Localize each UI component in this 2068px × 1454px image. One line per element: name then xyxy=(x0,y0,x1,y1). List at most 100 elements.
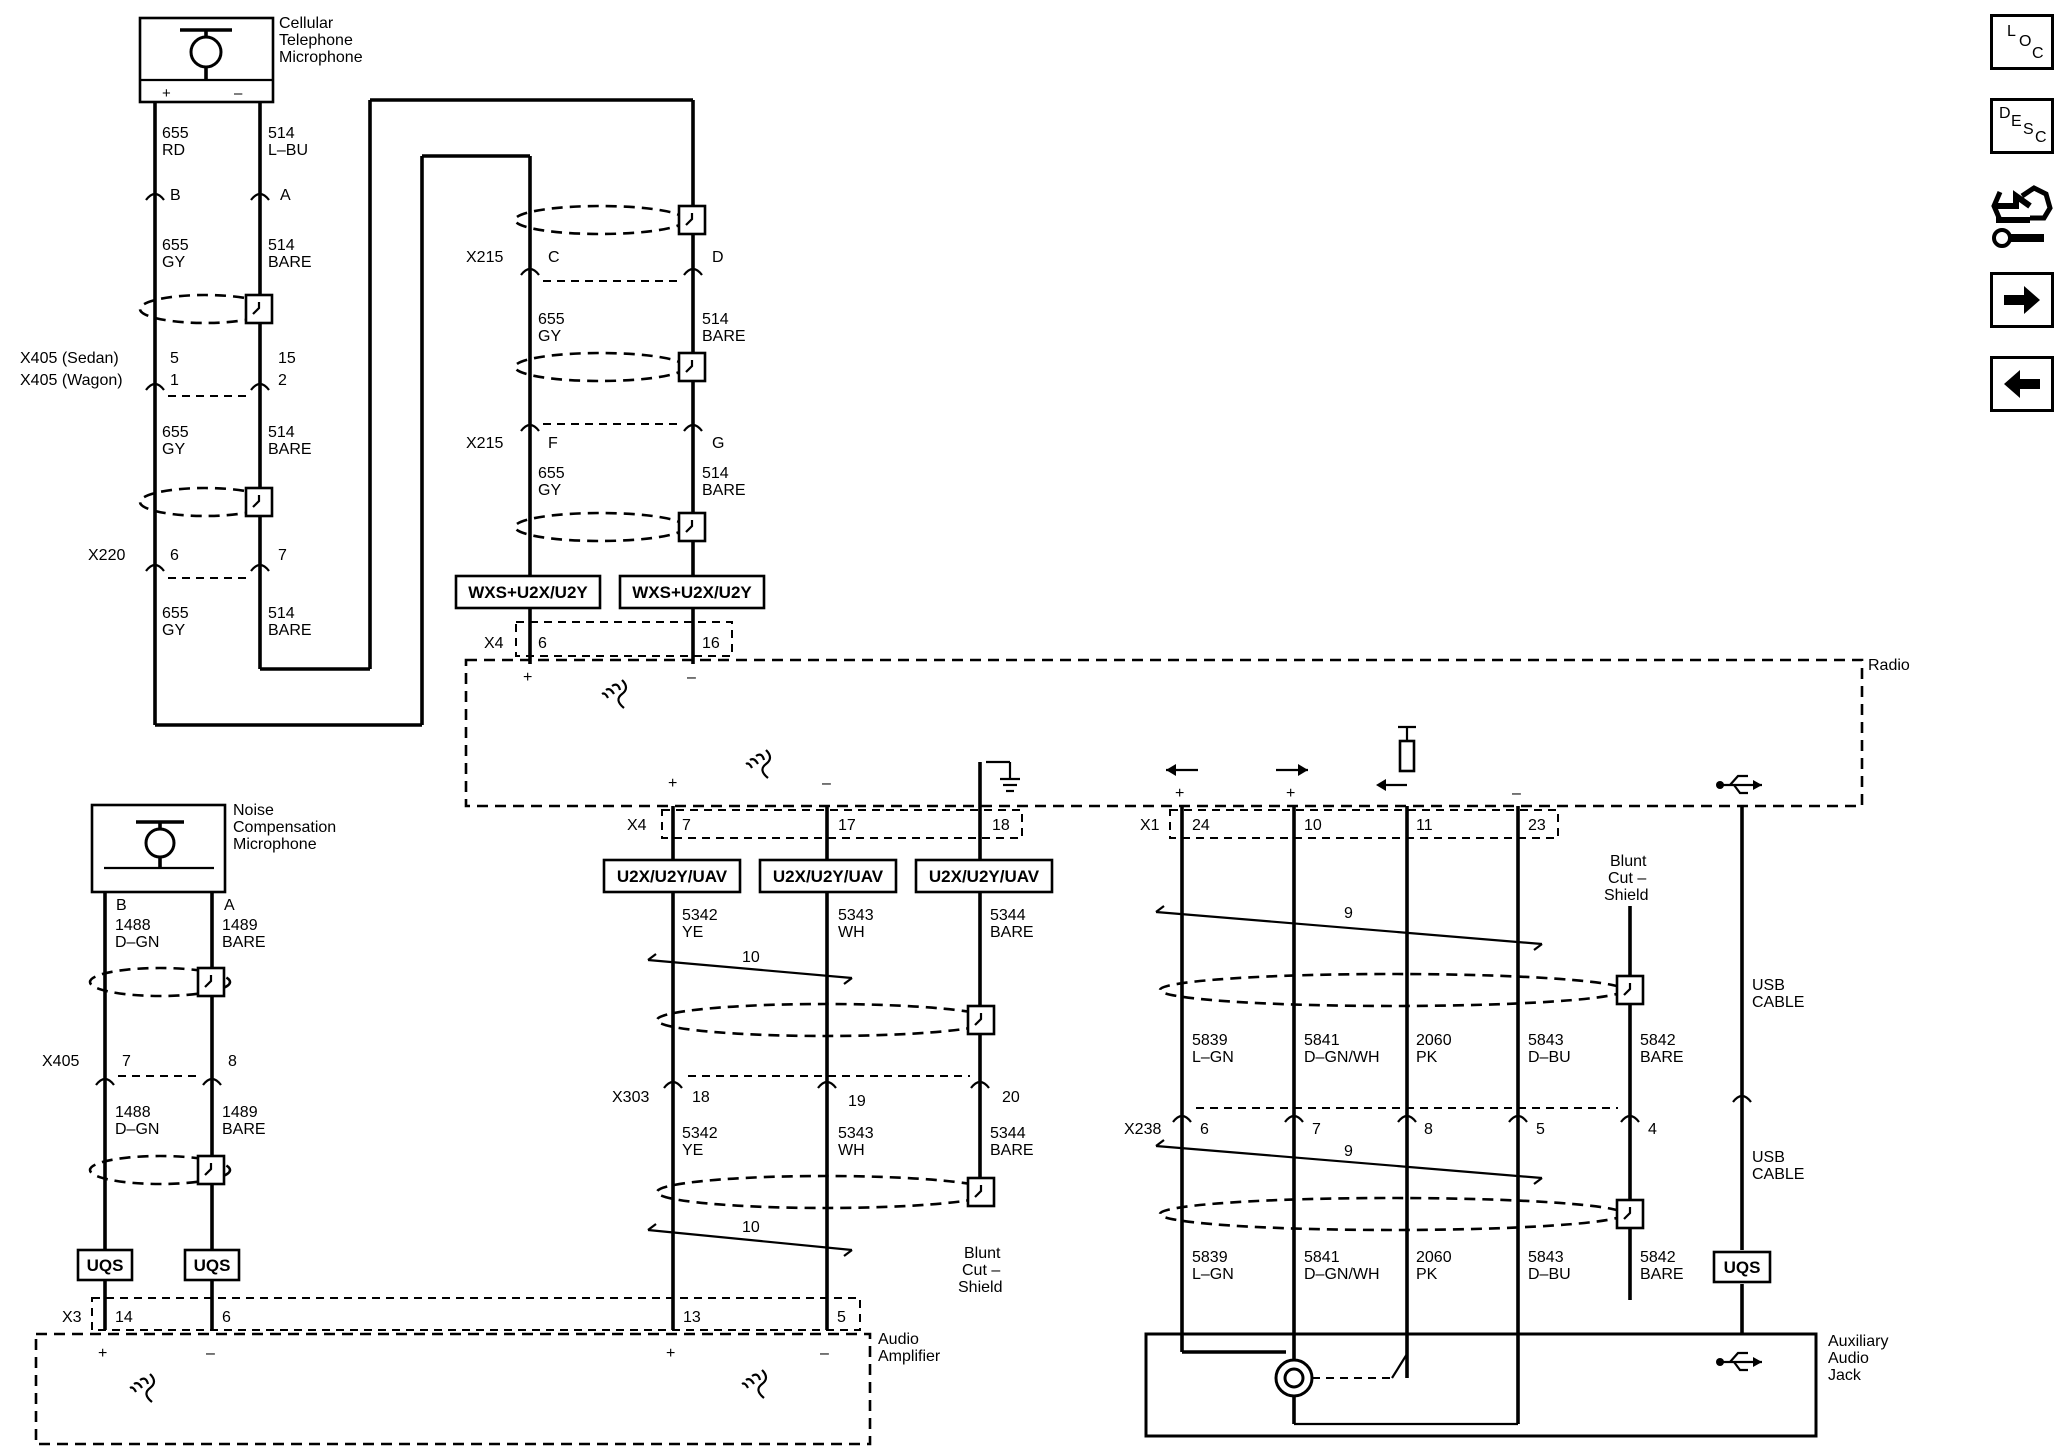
wire-color-bare: BARE xyxy=(268,254,312,271)
location-button[interactable]: L O C xyxy=(1990,14,2054,70)
wire-label-2060: 2060 xyxy=(1416,1032,1452,1049)
right-arrow-icon xyxy=(2004,286,2040,314)
pin-b: B xyxy=(116,897,127,914)
wire-label-655: 655 xyxy=(538,311,565,328)
wire-label-655: 655 xyxy=(162,605,189,622)
connector-x1: X1 xyxy=(1140,817,1160,834)
desc-letter-2: E xyxy=(2011,113,2022,130)
aux-jack-wires: Blunt Cut – Shield 9 USB CABLE 5839 L–GN… xyxy=(1124,806,1804,1424)
usb-cable-label-1: USB xyxy=(1752,1149,1785,1166)
pin-2: 2 xyxy=(278,372,287,389)
option-u2x-u2y-uav: U2X/U2Y/UAV xyxy=(929,867,1040,886)
wire-label-514: 514 xyxy=(268,605,295,622)
microphone-symbol-icon xyxy=(601,679,628,709)
next-page-button[interactable] xyxy=(1990,272,2054,328)
amp-minus-sign: – xyxy=(820,1345,829,1362)
wire-label-5342: 5342 xyxy=(682,907,718,924)
cell-mic-minus-sign: – xyxy=(234,85,243,102)
loc-letter-1: L xyxy=(2007,23,2016,40)
pin-b: B xyxy=(170,187,181,204)
aux-title-1: Auxiliary xyxy=(1828,1333,1888,1350)
loc-letter-2: O xyxy=(2019,33,2032,50)
wire-label-514: 514 xyxy=(268,237,295,254)
desc-letter-1: D xyxy=(1999,105,2011,122)
pin-24: 24 xyxy=(1192,817,1210,834)
pin-c: C xyxy=(548,249,560,266)
location-icon: L O C xyxy=(1993,17,2051,67)
microphone-symbol-icon xyxy=(741,1369,768,1399)
wire-label-1488: 1488 xyxy=(115,1104,151,1121)
microphone-symbol-icon xyxy=(745,749,772,779)
wire-color-dgnwh: D–GN/WH xyxy=(1304,1266,1380,1283)
radio-plus-sign: + xyxy=(668,775,677,792)
noise-mic-title-1: Noise xyxy=(233,802,274,819)
amp-title-2: Amplifier xyxy=(878,1348,941,1365)
option-uqs: UQS xyxy=(87,1256,124,1275)
option-uqs: UQS xyxy=(1724,1258,1761,1277)
pin-7: 7 xyxy=(278,547,287,564)
left-arrow-icon xyxy=(1166,764,1198,776)
twist-count-10: 10 xyxy=(742,949,760,966)
radio-label: Radio xyxy=(1868,657,1910,674)
option-u2x-u2y-uav: U2X/U2Y/UAV xyxy=(617,867,728,886)
cell-mic-title-3: Microphone xyxy=(279,49,363,66)
wire-label-514: 514 xyxy=(268,125,295,142)
pin-20: 20 xyxy=(1002,1089,1020,1106)
wire-label-2060: 2060 xyxy=(1416,1249,1452,1266)
previous-page-button[interactable] xyxy=(1990,356,2054,412)
wire-color-lgn: L–GN xyxy=(1192,1266,1234,1283)
pin-18: 18 xyxy=(992,817,1010,834)
left-arrow-icon xyxy=(2004,370,2040,398)
pin-13: 13 xyxy=(683,1309,701,1326)
usb-cable-label-2: CABLE xyxy=(1752,994,1804,1011)
cell-mic-plus-sign: + xyxy=(162,85,171,102)
wire-color-bare: BARE xyxy=(702,328,746,345)
twist-count-9: 9 xyxy=(1344,1143,1353,1160)
loc-letter-3: C xyxy=(2032,45,2044,62)
pin-8: 8 xyxy=(1424,1121,1433,1138)
wire-label-5344: 5344 xyxy=(990,1125,1026,1142)
option-wxs-u2x-u2y: WXS+U2X/U2Y xyxy=(468,583,588,602)
wire-label-655: 655 xyxy=(162,424,189,441)
wire-label-5843: 5843 xyxy=(1528,1032,1564,1049)
blunt-cut-shield-1: Blunt xyxy=(964,1245,1001,1262)
wire-label-5343: 5343 xyxy=(838,907,874,924)
radio-minus-sign: – xyxy=(687,669,696,686)
wire-color-dgn: D–GN xyxy=(115,1121,159,1138)
connector-x405: X405 xyxy=(42,1053,79,1070)
wire-label-5843: 5843 xyxy=(1528,1249,1564,1266)
pin-4: 4 xyxy=(1648,1121,1657,1138)
radio-plus-sign: + xyxy=(1175,785,1184,802)
option-u2x-u2y-uav: U2X/U2Y/UAV xyxy=(773,867,884,886)
amp-title-1: Audio xyxy=(878,1331,919,1348)
wire-label-5839: 5839 xyxy=(1192,1249,1228,1266)
wire-color-dgn: D–GN xyxy=(115,934,159,951)
wire-label-5343: 5343 xyxy=(838,1125,874,1142)
connector-end-view-button[interactable] xyxy=(1990,180,2054,252)
blunt-cut-shield-3: Shield xyxy=(1604,887,1648,904)
wire-label-655: 655 xyxy=(162,237,189,254)
aux-title-3: Jack xyxy=(1828,1367,1862,1384)
wire-label-655: 655 xyxy=(538,465,565,482)
pin-d: D xyxy=(712,249,724,266)
wire-label-514: 514 xyxy=(702,465,729,482)
wire-label-5839: 5839 xyxy=(1192,1032,1228,1049)
pin-5: 5 xyxy=(1536,1121,1545,1138)
radio-minus-sign: – xyxy=(1512,785,1521,802)
connector-x3: X3 xyxy=(62,1309,82,1326)
radio-plus-sign: + xyxy=(523,669,532,686)
connector-x4: X4 xyxy=(627,817,647,834)
wire-color-bare: BARE xyxy=(990,1142,1034,1159)
description-button[interactable]: D E S C xyxy=(1990,98,2054,154)
ground-icon xyxy=(986,760,1020,793)
pin-a: A xyxy=(224,897,235,914)
twist-count-10: 10 xyxy=(742,1219,760,1236)
radio-module: Radio X4 6 16 + – + – xyxy=(464,621,1910,839)
wire-color-lgn: L–GN xyxy=(1192,1049,1234,1066)
blunt-cut-shield-2: Cut – xyxy=(1608,870,1646,887)
connector-x4: X4 xyxy=(484,635,504,652)
wire-label-514: 514 xyxy=(702,311,729,328)
wire-label-5344: 5344 xyxy=(990,907,1026,924)
pin-g: G xyxy=(712,435,724,452)
